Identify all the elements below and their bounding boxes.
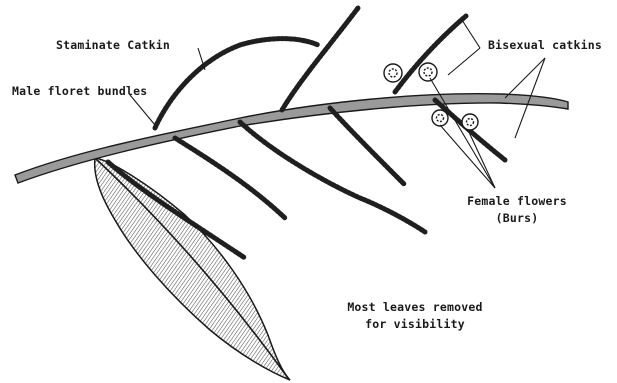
bur-4 — [462, 114, 478, 130]
bur-3 — [432, 110, 448, 126]
label-staminate-catkin: Staminate Catkin — [56, 38, 170, 52]
bur-2 — [419, 63, 437, 81]
bur-1 — [384, 64, 402, 82]
note-line1: Most leaves removed — [330, 300, 500, 314]
drooping-catkin-2 — [175, 138, 285, 218]
label-female-flowers-line2: (Burs) — [452, 211, 582, 225]
note-line2: for visibility — [330, 317, 500, 331]
label-female-flowers: Female flowers (Burs) — [452, 194, 582, 225]
upright-catkin — [282, 8, 358, 110]
label-female-flowers-line1: Female flowers — [452, 194, 582, 208]
note-leaves-removed: Most leaves removed for visibility — [330, 300, 500, 331]
drooping-catkin-4 — [330, 108, 405, 185]
leaf — [95, 158, 290, 380]
label-male-floret-bundles: Male floret bundles — [12, 84, 147, 98]
label-bisexual-catkins: Bisexual catkins — [488, 38, 602, 52]
